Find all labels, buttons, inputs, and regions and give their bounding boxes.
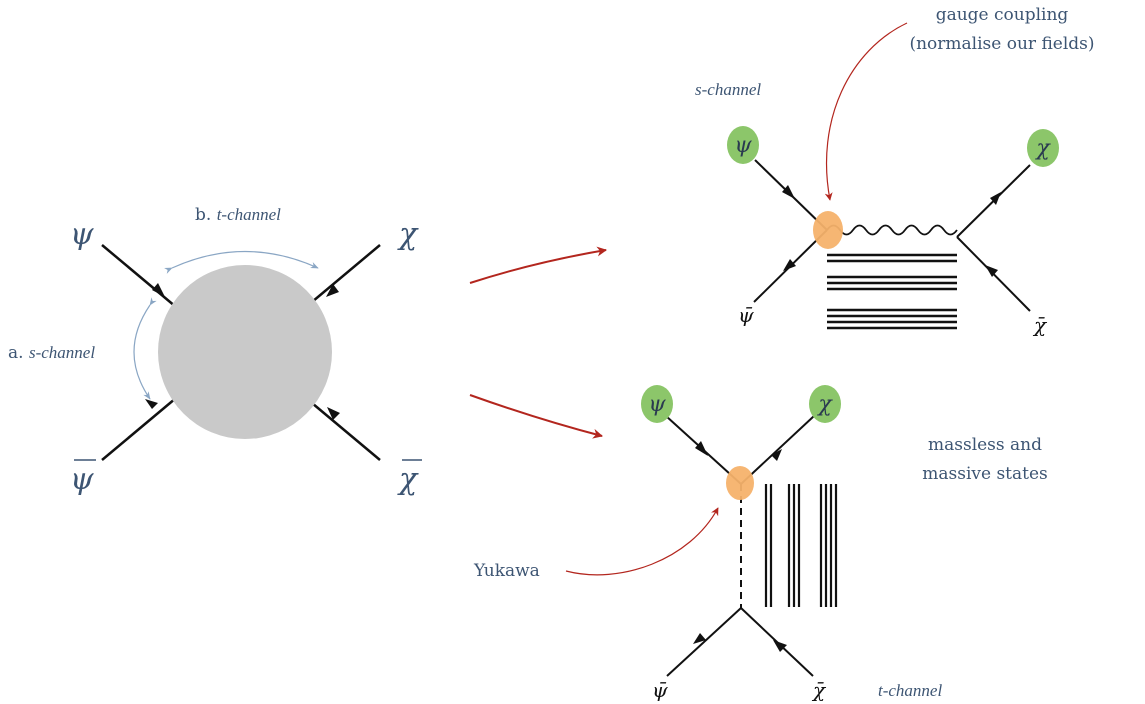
psi-symbol: ψ — [70, 217, 94, 252]
psi-node — [727, 126, 759, 164]
s-channel-caption: a. s-channel — [8, 343, 95, 363]
chi-node — [809, 385, 841, 423]
chi-node — [1027, 129, 1059, 167]
t-channel-double-arrow — [164, 250, 319, 274]
psi-node — [641, 385, 673, 423]
to-s-channel-arrow — [469, 246, 607, 284]
psibar-symbol: ψ — [70, 462, 94, 497]
massive-states-vertical-lines — [764, 484, 838, 607]
yukawa-label: Yukawa — [473, 561, 540, 581]
s-channel-arrowheads — [782, 185, 1001, 277]
t-channel-caption: b. t-channel — [195, 205, 281, 225]
psibar-symbol-group: ψ — [70, 459, 96, 497]
chibar-symbol: χ — [397, 462, 419, 497]
to-t-channel-arrow — [469, 394, 603, 439]
t-channel-arrowheads — [693, 441, 787, 652]
scattering-blob — [158, 265, 332, 439]
chibar-label: χ̄ — [811, 678, 827, 702]
psibar-arrowhead — [145, 399, 158, 409]
t-channel-diagram: ψ χ ψ̄ χ̄ t-channel Yukawa — [473, 385, 942, 702]
s-channel-diagram: s-channel gauge coupling (normalise our … — [695, 5, 1095, 337]
psi-node-symbol: ψ — [734, 133, 752, 158]
chi-node-symbol: χ — [1034, 136, 1051, 161]
chi-symbol: χ — [397, 217, 419, 252]
psibar-label: ψ̄ — [738, 303, 754, 327]
psi-arrowhead — [152, 283, 165, 297]
gauge-coupling-label-line2: (normalise our fields) — [909, 34, 1094, 54]
psi-node-symbol: ψ — [648, 392, 666, 417]
blob-arrowheads — [145, 283, 340, 420]
photon-propagator — [826, 224, 958, 236]
massive-states-horizontal-lines — [827, 253, 957, 330]
blob-diagram: ψ χ ψ χ b. t-channel a. s-channel — [8, 205, 422, 497]
gauge-coupling-label-line1: gauge coupling — [936, 5, 1069, 25]
states-note-line1: massless and — [928, 435, 1042, 455]
chibar-arrowhead — [327, 407, 340, 420]
chibar-label: χ̄ — [1032, 313, 1048, 337]
gauge-vertex — [813, 211, 843, 249]
s-channel-label: s-channel — [695, 80, 761, 99]
psibar-label: ψ̄ — [652, 678, 668, 702]
t-channel-label: t-channel — [878, 681, 942, 700]
chibar-symbol-group: χ — [397, 459, 422, 497]
yukawa-pointer — [565, 507, 719, 576]
chi-node-symbol: χ — [816, 392, 833, 417]
chi-arrowhead — [326, 284, 339, 297]
psibar-line — [101, 392, 183, 461]
states-note-line2: massive states — [922, 464, 1048, 484]
psi-line — [101, 244, 183, 313]
s-channel-double-arrow — [133, 297, 157, 400]
gauge-coupling-pointer — [824, 22, 908, 201]
yukawa-vertex — [726, 466, 754, 500]
